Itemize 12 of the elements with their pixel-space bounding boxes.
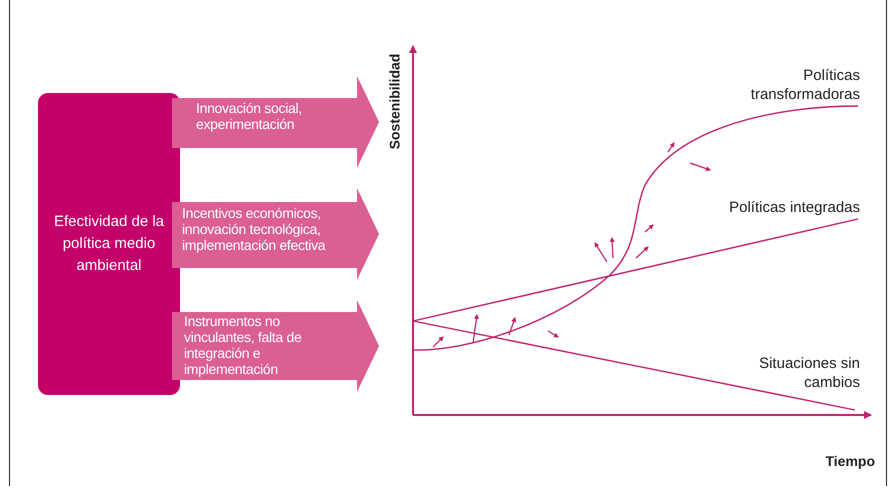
- arrow-shape: [172, 300, 379, 392]
- arrow-label: Incentivos económicos, innovación tecnológica, implementación efectiva: [182, 205, 326, 253]
- heading-box: Efectividad de la política medio ambiental: [38, 93, 180, 395]
- curve-label: Situaciones sin cambios: [758, 354, 860, 392]
- arrow-shape: [172, 76, 379, 168]
- arrow-shape: [172, 188, 379, 280]
- curve-label: Políticas transformadoras: [750, 66, 860, 104]
- axis-title: Tiempo: [824, 452, 875, 471]
- axis-title: Sostenibilidad: [386, 52, 404, 152]
- curve-label: Políticas integradas: [728, 198, 860, 217]
- arrow-label: Innovación social, experimentación: [196, 100, 303, 132]
- arrow-label: Instrumentos no vinculantes, falta de integración e implementación: [184, 313, 302, 377]
